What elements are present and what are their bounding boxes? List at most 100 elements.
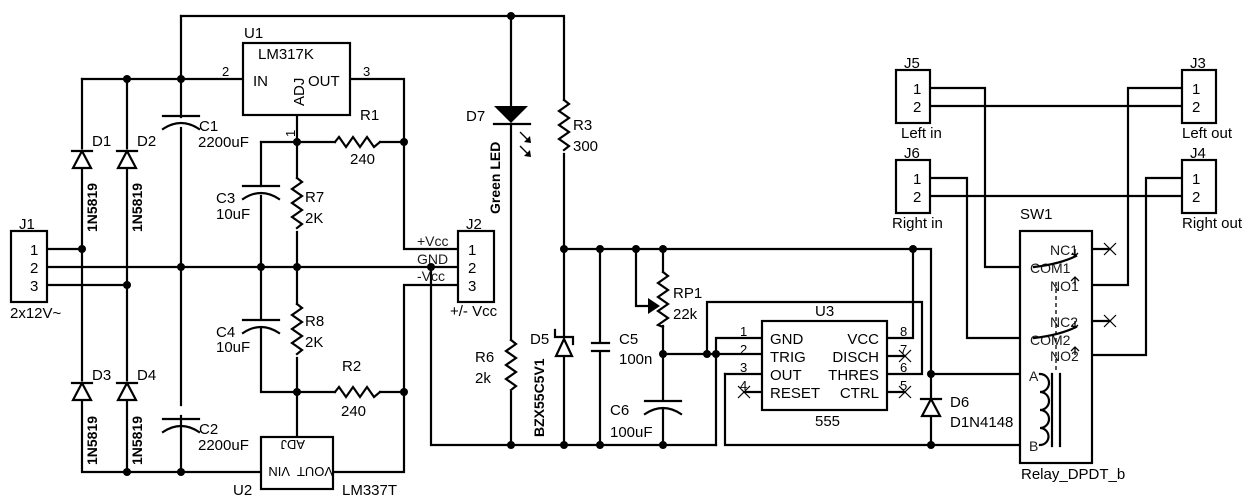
j2-pin-3: 3 — [468, 278, 476, 295]
resistor-r8: R8 2K — [290, 302, 324, 356]
sw1-ref: SW1 — [1020, 206, 1053, 223]
j4-pin-1: 1 — [1192, 171, 1200, 188]
r6-value: 2k — [475, 370, 491, 387]
c2-ref: C2 — [199, 421, 218, 438]
u3-pin-vcc: VCC — [847, 331, 879, 348]
d5-value: BZX55C5V1 — [531, 358, 547, 437]
j4-value: Right out — [1182, 215, 1243, 232]
c6-value: 100uF — [610, 424, 653, 441]
rp1-value: 22k — [673, 306, 698, 323]
coil-a: A — [1029, 368, 1039, 384]
u3-pin-num-2: 2 — [740, 342, 747, 357]
zener-d5: D5 BZX55C5V1 — [530, 328, 575, 437]
r1-value: 240 — [350, 151, 375, 168]
j2-value: +/- Vcc — [450, 303, 498, 320]
d3-ref: D3 — [92, 367, 111, 384]
contact-com2: COM2 — [1030, 332, 1071, 348]
d7-value: Green LED — [487, 142, 503, 214]
c3-value: 10uF — [216, 206, 250, 223]
j1-value: 2x12V~ — [10, 305, 62, 322]
u3-pin-num-7: 7 — [900, 342, 907, 357]
sw1-value: Relay_DPDT_b — [1021, 466, 1125, 483]
u2-pin-adj: ADJ — [280, 437, 305, 452]
j4-ref: J4 — [1190, 145, 1206, 162]
j2-pin-1: 1 — [468, 242, 476, 259]
junctions — [78, 12, 935, 476]
diode-d4: D4 1N5819 — [115, 367, 156, 465]
d2-ref: D2 — [137, 133, 156, 150]
connector-j3: J3 1 2 Left out — [1180, 55, 1233, 142]
u3-pin-num-3: 3 — [740, 360, 747, 375]
u3-pin-out: OUT — [770, 367, 802, 384]
connector-j5: J5 1 2 Left in — [894, 55, 942, 142]
j3-ref: J3 — [1190, 55, 1206, 72]
capacitor-c2: C2 2200uF — [161, 417, 249, 454]
c5-ref: C5 — [619, 331, 638, 348]
connector-j6: J6 1 2 Right in — [892, 145, 943, 232]
d5-ref: D5 — [530, 331, 549, 348]
u2-ref: U2 — [233, 482, 252, 499]
u3-pin-num-1: 1 — [740, 324, 747, 339]
wires — [45, 14, 1184, 474]
capacitor-c1: C1 2200uF — [161, 114, 249, 151]
no-connect-icon — [1103, 242, 1117, 328]
u2-value: LM337T — [342, 482, 397, 499]
u1-pin-num-adj: 1 — [283, 130, 298, 137]
j6-value: Right in — [892, 215, 943, 232]
c1-ref: C1 — [199, 118, 218, 135]
c2-value: 2200uF — [198, 437, 249, 454]
d6-ref: D6 — [950, 394, 969, 411]
u3-ref: U3 — [815, 303, 834, 320]
j3-pin-2: 2 — [1192, 99, 1200, 116]
r3-value: 300 — [573, 138, 598, 155]
diode-d3: D3 1N5819 — [70, 367, 111, 465]
regulator-u1: U1 LM317K IN OUT ADJ 2 3 1 — [222, 25, 370, 137]
led-d7: D7 Green LED — [466, 106, 532, 214]
r2-value: 240 — [341, 403, 366, 420]
rp1-ref: RP1 — [673, 285, 702, 302]
c4-value: 10uF — [216, 339, 250, 356]
d6-value: D1N4148 — [950, 414, 1013, 431]
u3-value: 555 — [815, 413, 840, 430]
r8-ref: R8 — [305, 313, 324, 330]
d4-value: 1N5819 — [129, 416, 145, 465]
d7-ref: D7 — [466, 108, 485, 125]
resistor-r1: R1 240 — [333, 107, 382, 168]
r7-ref: R7 — [305, 189, 324, 206]
j5-pin-2: 2 — [913, 99, 921, 116]
d4-ref: D4 — [137, 367, 156, 384]
contact-no1: NO1 — [1050, 278, 1079, 294]
j6-pin-2: 2 — [913, 189, 921, 206]
j2-pin-2: 2 — [468, 260, 476, 277]
resistor-r7: R7 2K — [290, 176, 324, 230]
diode-d1: D1 1N5819 — [70, 133, 111, 232]
u3-pin-num-5: 5 — [900, 378, 907, 393]
resistor-r3: R3 300 — [557, 98, 598, 155]
j2-ref: J2 — [466, 216, 482, 233]
u3-pin-num-8: 8 — [900, 324, 907, 339]
j6-pin-1: 1 — [913, 171, 921, 188]
regulator-u2: ADJ VIN VOUT U2 LM337T — [233, 435, 397, 499]
diode-d2: D2 1N5819 — [115, 133, 156, 232]
c1-value: 2200uF — [198, 134, 249, 151]
c3-ref: C3 — [216, 190, 235, 207]
u1-pin-num-in: 2 — [222, 64, 229, 79]
net-label-plus-vcc: +Vcc — [417, 233, 449, 249]
connector-j4: J4 1 2 Right out — [1180, 145, 1243, 232]
u1-pin-adj: ADJ — [291, 78, 308, 106]
diode-d6: D6 D1N4148 — [919, 394, 1013, 431]
u3-pin-trig: TRIG — [770, 349, 806, 366]
contact-nc2: NC2 — [1050, 314, 1078, 330]
d1-ref: D1 — [92, 133, 111, 150]
d1-value: 1N5819 — [84, 183, 100, 232]
contact-nc1: NC1 — [1050, 242, 1078, 258]
capacitor-c4: C4 10uF — [216, 318, 281, 356]
u3-pin-gnd: GND — [770, 331, 804, 348]
contact-com1: COM1 — [1030, 260, 1071, 276]
j1-pin-3: 3 — [30, 278, 38, 295]
j5-value: Left in — [901, 125, 942, 142]
connector-j1: J1 1 2 3 2x12V~ — [9, 216, 62, 322]
net-label-minus-vcc: -Vcc — [417, 268, 445, 284]
resistor-r6: R6 2k — [475, 338, 518, 392]
